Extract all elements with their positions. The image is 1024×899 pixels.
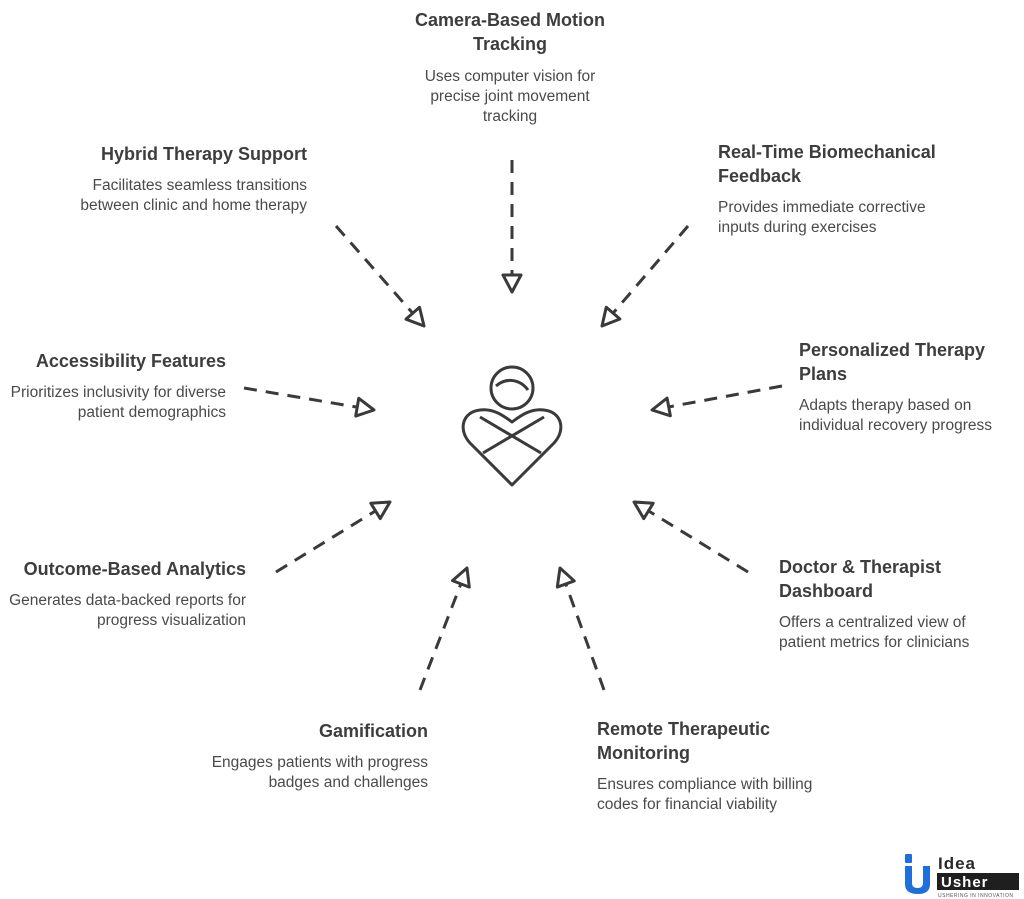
arrowhead-hybrid	[404, 305, 426, 328]
arrowhead-rtm	[555, 566, 576, 589]
node-description: Facilitates seamless transitions between…	[80, 177, 307, 214]
node-biomechanical-feedback: Real-Time Biomechanical Feedback Provide…	[718, 140, 968, 238]
node-description: Provides immediate corrective inputs dur…	[718, 199, 926, 236]
arrow-biomech	[611, 225, 690, 315]
patient-heart-icon	[461, 365, 563, 487]
node-camera-tracking: Camera-Based Motion Tracking Uses comput…	[400, 8, 620, 127]
node-hybrid-therapy: Hybrid Therapy Support Facilitates seaml…	[70, 142, 307, 216]
node-title: Remote Therapeutic Monitoring	[597, 719, 771, 763]
arrowhead-dashboard	[632, 500, 655, 521]
node-description: Ensures compliance with billing codes fo…	[597, 776, 813, 813]
arrowhead-biomech	[600, 305, 622, 328]
node-description: Prioritizes inclusivity for diverse pati…	[10, 384, 226, 421]
node-accessibility: Accessibility Features Prioritizes inclu…	[0, 349, 226, 423]
node-title: Hybrid Therapy Support	[100, 144, 307, 164]
node-remote-monitoring: Remote Therapeutic Monitoring Ensures co…	[597, 717, 847, 815]
arrow-hybrid	[334, 225, 414, 315]
svg-text:Idea: Idea	[938, 854, 976, 873]
arrowhead-accessibility	[354, 396, 376, 418]
arrowhead-personal	[650, 396, 672, 418]
logo-mark	[905, 854, 930, 894]
node-description: Engages patients with progress badges an…	[211, 754, 428, 791]
logo-wordmark: Idea Usher USHERING IN INNOVATION	[937, 854, 1019, 898]
node-description: Offers a centralized view of patient met…	[779, 614, 970, 651]
node-gamification: Gamification Engages patients with progr…	[180, 719, 428, 793]
node-doctor-dashboard: Doctor & Therapist Dashboard Offers a ce…	[779, 555, 1019, 653]
node-title: Outcome-Based Analytics	[23, 559, 246, 579]
node-description: Adapts therapy based on individual recov…	[799, 397, 992, 434]
arrow-dashboard	[647, 509, 749, 574]
node-outcome-analytics: Outcome-Based Analytics Generates data-b…	[5, 557, 246, 631]
idea-usher-logo: Idea Usher USHERING IN INNOVATION	[905, 854, 1019, 898]
arrowhead-analytics	[369, 500, 392, 521]
node-title: Doctor & Therapist Dashboard	[779, 557, 942, 601]
node-description: Uses computer vision for precise joint m…	[424, 68, 596, 125]
arrowhead-camera	[501, 273, 523, 294]
svg-text:Usher: Usher	[941, 874, 989, 891]
svg-text:USHERING IN INNOVATION: USHERING IN INNOVATION	[938, 893, 1014, 898]
arrow-analytics	[275, 509, 377, 574]
arrow-personal	[668, 384, 783, 409]
node-title: Personalized Therapy Plans	[799, 340, 986, 384]
arrowhead-gamification	[450, 566, 471, 589]
node-title: Accessibility Features	[35, 351, 226, 371]
node-description: Generates data-backed reports for progre…	[9, 592, 246, 629]
arrow-accessibility	[243, 386, 358, 409]
arrow-gamification	[418, 583, 463, 691]
node-title: Camera-Based Motion Tracking	[414, 10, 606, 54]
arrow-rtm	[564, 583, 606, 691]
node-title: Real-Time Biomechanical Feedback	[718, 142, 936, 186]
node-personalized-plans: Personalized Therapy Plans Adapts therap…	[799, 338, 1019, 436]
node-title: Gamification	[318, 721, 428, 741]
